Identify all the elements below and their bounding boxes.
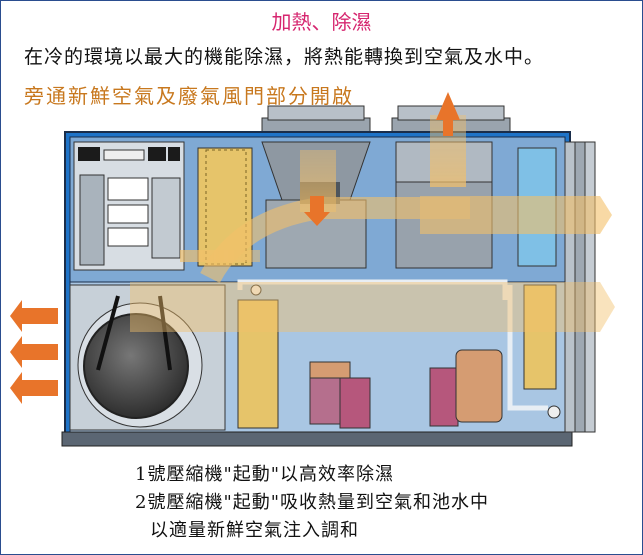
airflow-arrows (10, 92, 460, 404)
exhaust-up-arrow (436, 92, 460, 136)
diagram-title: 加熱、除濕 (271, 10, 372, 34)
compressor-2 (429, 349, 503, 427)
caption-compressor-1: 1號壓縮機"起動"以高效率除濕 (135, 464, 395, 485)
airflow-paths (130, 115, 615, 332)
description-line: 在冷的環境以最大的機能除濕，將熱能轉換到空氣及水中。 (24, 46, 545, 68)
exhaust-hood-left (261, 105, 371, 133)
damper-down-arrow (304, 196, 330, 226)
lower-coil (237, 299, 279, 429)
supply-fan (69, 284, 226, 431)
side-panel (584, 141, 596, 433)
caption-fresh-air: 以適量新鮮空氣注入調和 (150, 520, 359, 541)
supply-out-arrows (10, 300, 58, 404)
cabinet-base (61, 431, 573, 447)
control-panel (73, 141, 185, 271)
compressor-1 (309, 361, 371, 429)
pipe-valves (250, 284, 561, 419)
refrigerant-piping (237, 279, 548, 411)
right-coil-lower (523, 284, 557, 390)
damper-note: 旁通新鮮空氣及廢氣風門部分開啟 (24, 84, 354, 108)
caption-compressor-2: 2號壓縮機"起動"吸收熱量到空氣和池水中 (135, 492, 490, 513)
